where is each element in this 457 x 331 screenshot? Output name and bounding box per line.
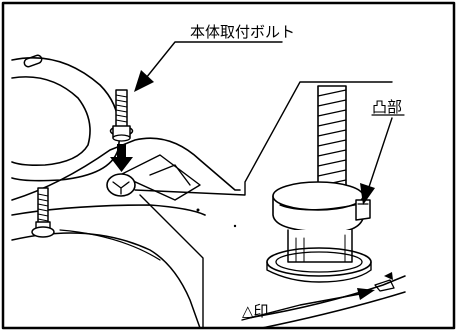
protrusion-label: 凸部	[372, 98, 402, 116]
detail-sleeve	[287, 229, 353, 263]
detail-base-plate	[247, 272, 406, 329]
detail-ring	[266, 247, 372, 283]
insert-arrow	[110, 144, 133, 172]
triangle-mark-leader	[241, 288, 375, 321]
seat-slot	[23, 54, 43, 68]
main-bolt-upper	[109, 89, 134, 142]
triangle-mark-label: △印	[242, 302, 269, 320]
detail-collar	[272, 181, 371, 233]
triangle-mark-icon	[384, 272, 393, 280]
mounting-hole	[106, 173, 136, 197]
detail-bolt	[317, 85, 347, 195]
main-bolt-leader	[134, 41, 283, 92]
main-bolt-left	[31, 187, 55, 238]
detail-callout-lines	[134, 81, 393, 329]
main-bolt-label: 本体取付ボルト	[190, 23, 295, 41]
protrusion-leader	[360, 117, 393, 205]
